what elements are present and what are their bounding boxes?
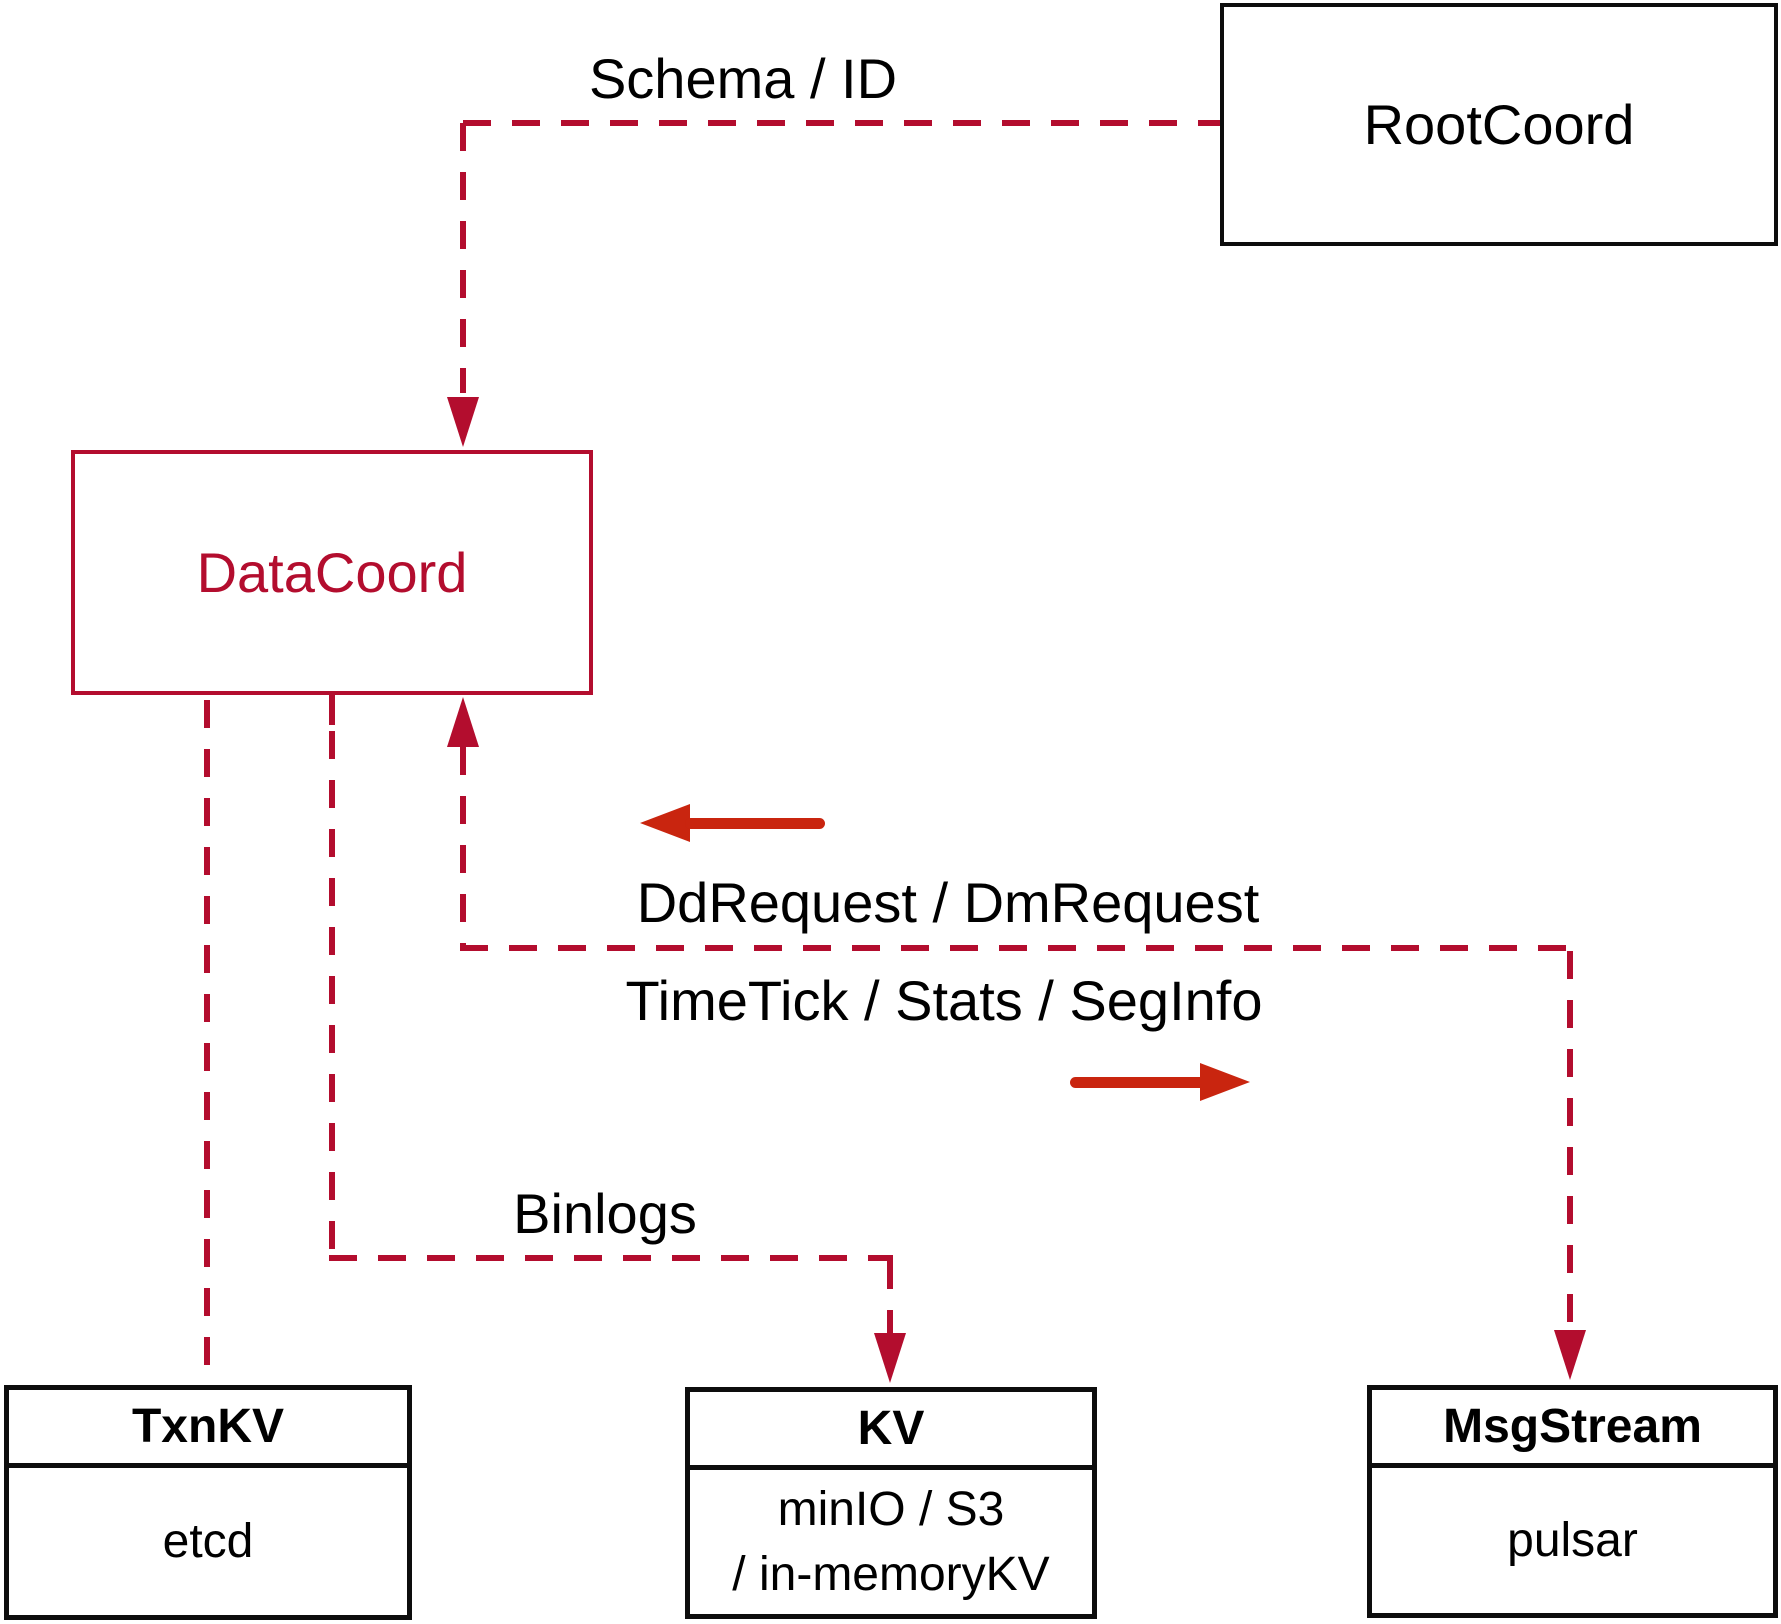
- right-direction-arrow-icon: [1200, 1063, 1250, 1101]
- node-rootcoord: RootCoord: [1220, 3, 1778, 246]
- left-direction-arrow-icon: [640, 804, 690, 842]
- edge-label-dd-dm-request: DdRequest / DmRequest: [636, 871, 1260, 935]
- kv-body-line1: minIO / S3: [777, 1482, 1005, 1536]
- edge-txnkv-vertical: [204, 700, 210, 1385]
- arrowhead-up-into-datacoord-icon: [447, 697, 479, 747]
- arrowhead-down-into-datacoord-icon: [447, 397, 479, 447]
- arrowhead-down-into-kv-icon: [874, 1333, 906, 1383]
- edge-request-vertical-left: [460, 747, 466, 948]
- edge-schema-id-vertical: [460, 123, 466, 393]
- edge-schema-id-horizontal: [463, 120, 1220, 126]
- edge-label-binlogs: Binlogs: [513, 1182, 697, 1246]
- rootcoord-label: RootCoord: [1363, 92, 1635, 156]
- txnkv-body: etcd: [162, 1514, 254, 1568]
- txnkv-title: TxnKV: [9, 1390, 407, 1468]
- edge-binlogs-vertical-left: [329, 731, 335, 1258]
- edge-request-horizontal: [460, 945, 1573, 951]
- kv-body-line2: / in-memoryKV: [732, 1548, 1050, 1601]
- kv-title: KV: [690, 1392, 1092, 1470]
- node-txnkv: TxnKV etcd: [4, 1385, 412, 1620]
- node-kv: KV minIO / S3 / in-memoryKV: [685, 1387, 1097, 1619]
- edge-label-timetick-stats-seginfo: TimeTick / Stats / SegInfo: [625, 969, 1263, 1033]
- left-direction-arrow-tail: [685, 818, 825, 829]
- edge-binlogs-horizontal: [329, 1255, 893, 1261]
- msgstream-body: pulsar: [1507, 1513, 1638, 1567]
- edge-binlogs-stub: [329, 695, 335, 725]
- edge-request-vertical-right: [1567, 951, 1573, 1323]
- datacoord-label: DataCoord: [196, 540, 468, 604]
- edge-label-schema-id: Schema / ID: [588, 47, 898, 111]
- edge-binlogs-vertical-right: [887, 1261, 893, 1333]
- node-msgstream: MsgStream pulsar: [1367, 1385, 1778, 1618]
- node-datacoord: DataCoord: [71, 450, 593, 695]
- right-direction-arrow-tail: [1070, 1077, 1210, 1088]
- arrowhead-down-into-msgstream-icon: [1554, 1330, 1586, 1380]
- msgstream-title: MsgStream: [1372, 1390, 1773, 1468]
